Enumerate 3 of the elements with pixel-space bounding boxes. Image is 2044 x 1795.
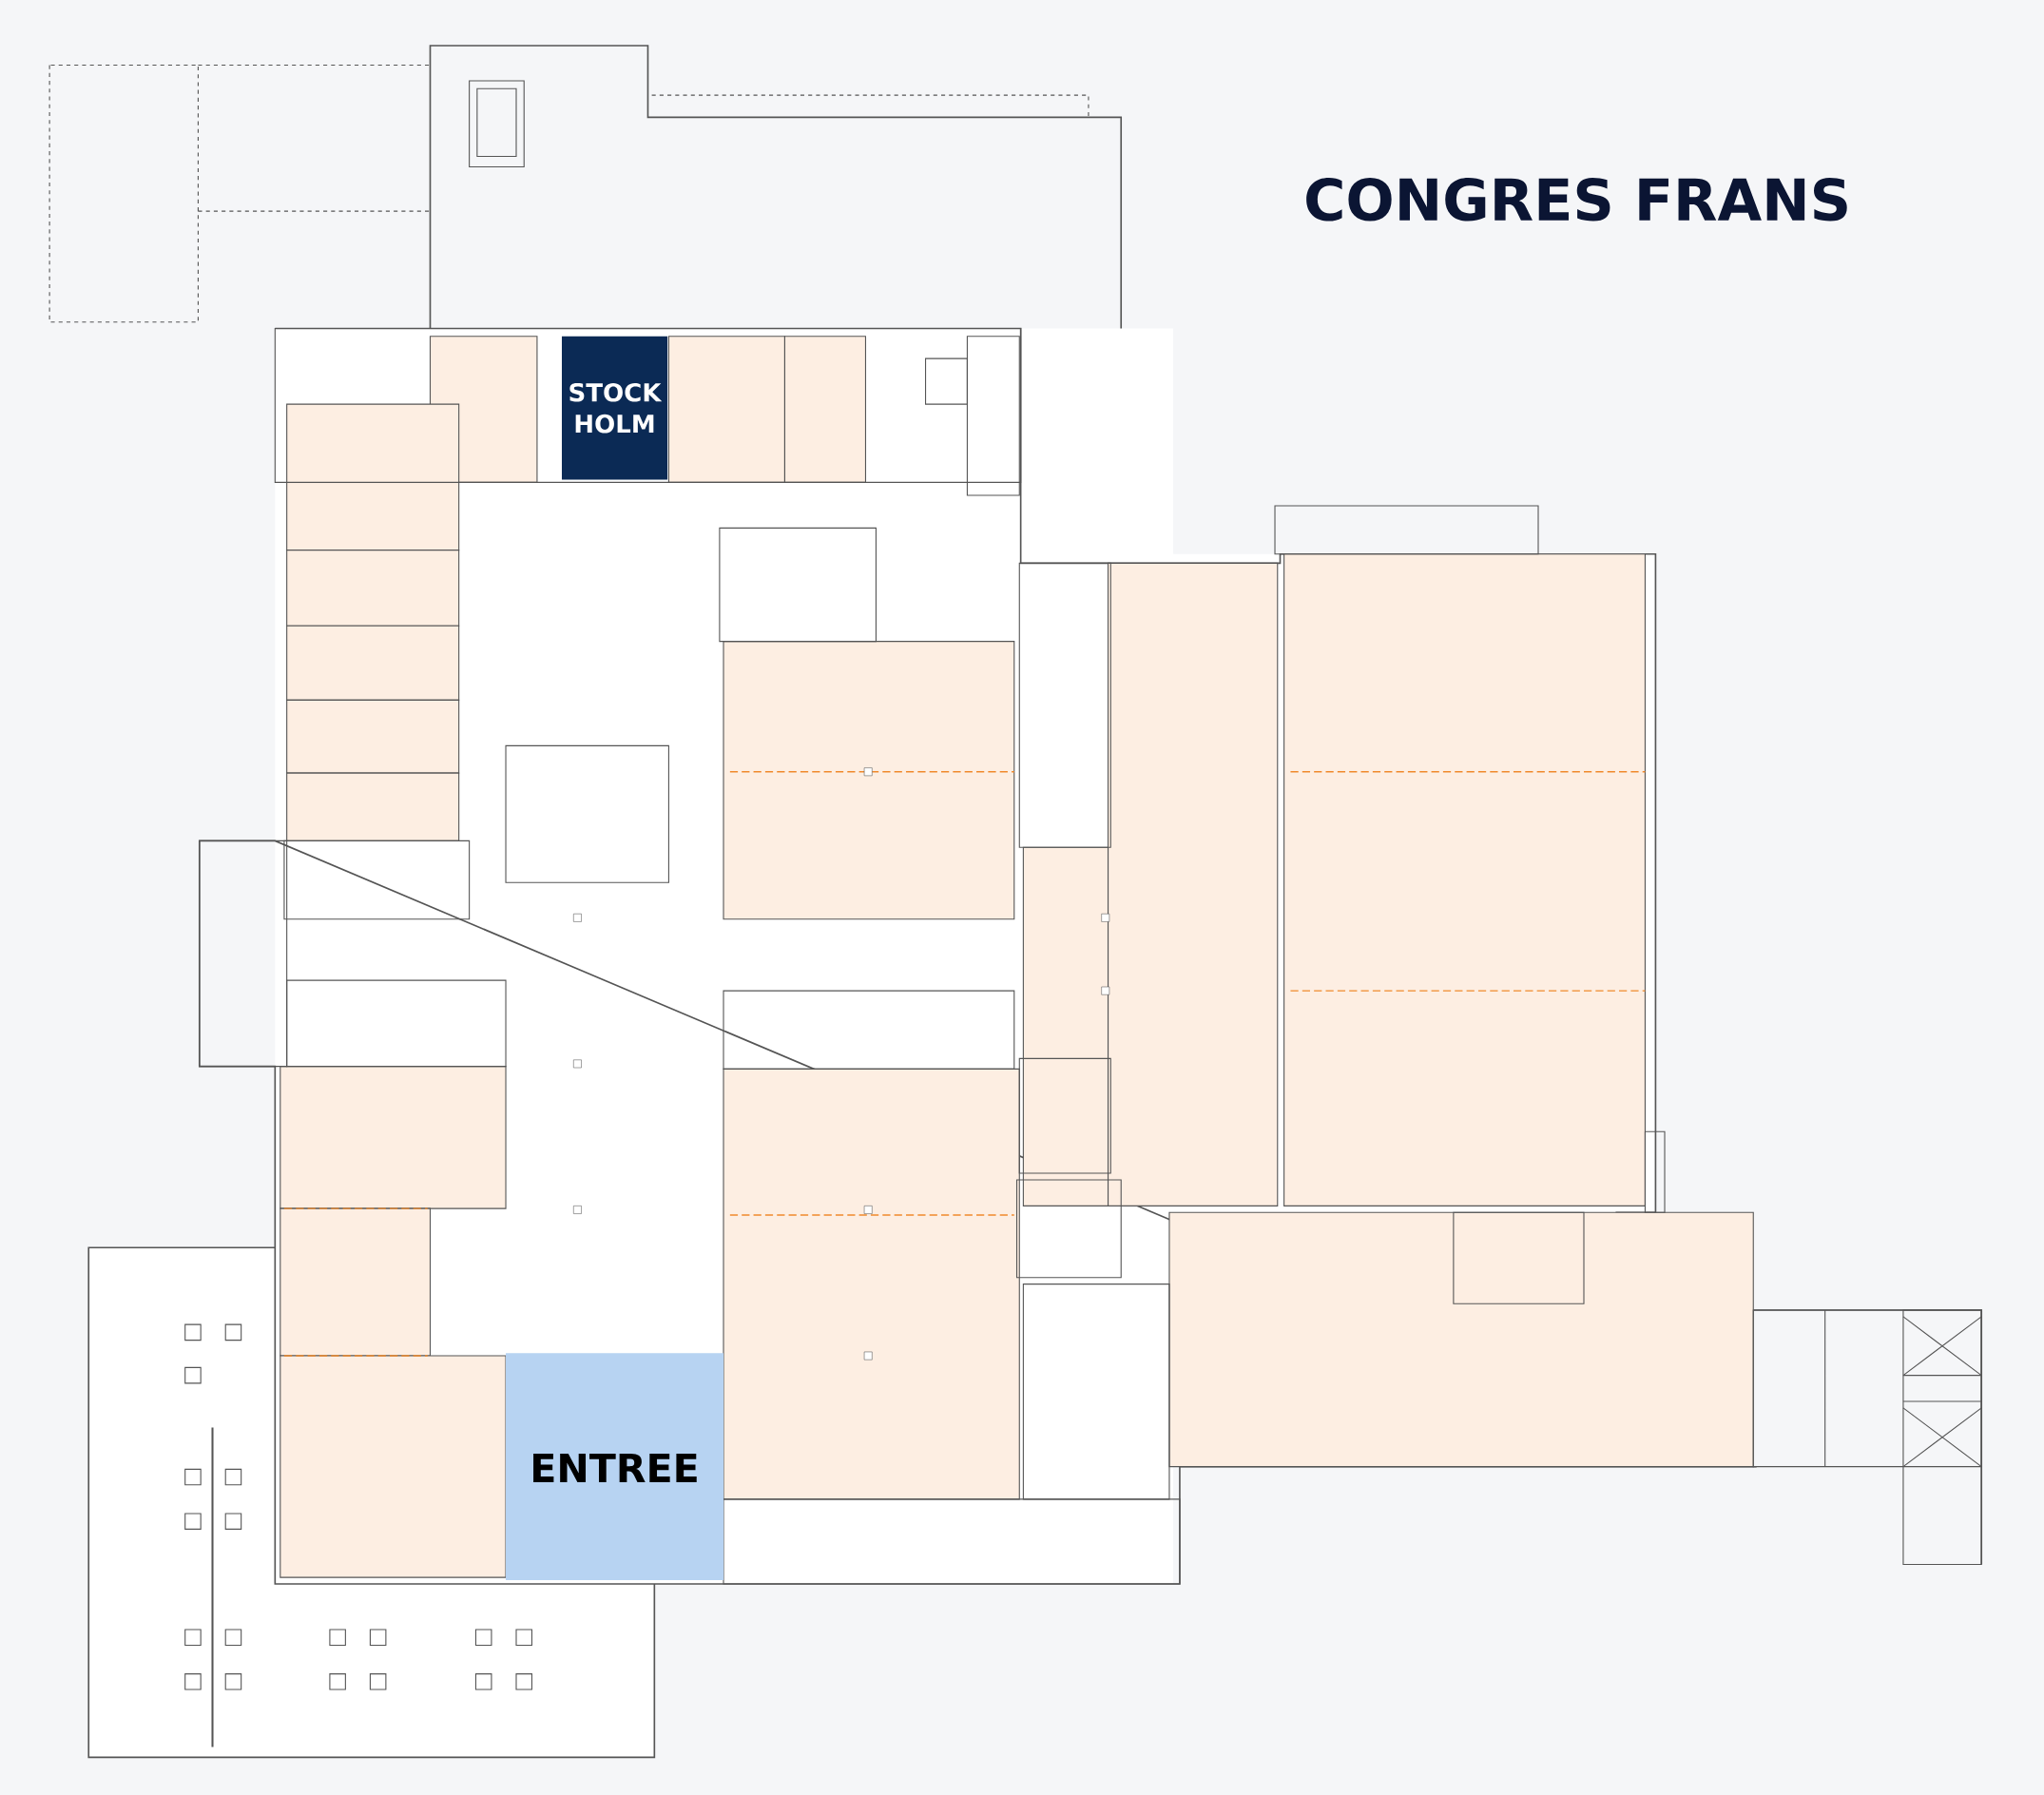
title: CONGRES FRANS: [1306, 177, 1847, 222]
room: STOCK HOLM: [562, 336, 668, 480]
room: ENTREE: [506, 1353, 723, 1580]
